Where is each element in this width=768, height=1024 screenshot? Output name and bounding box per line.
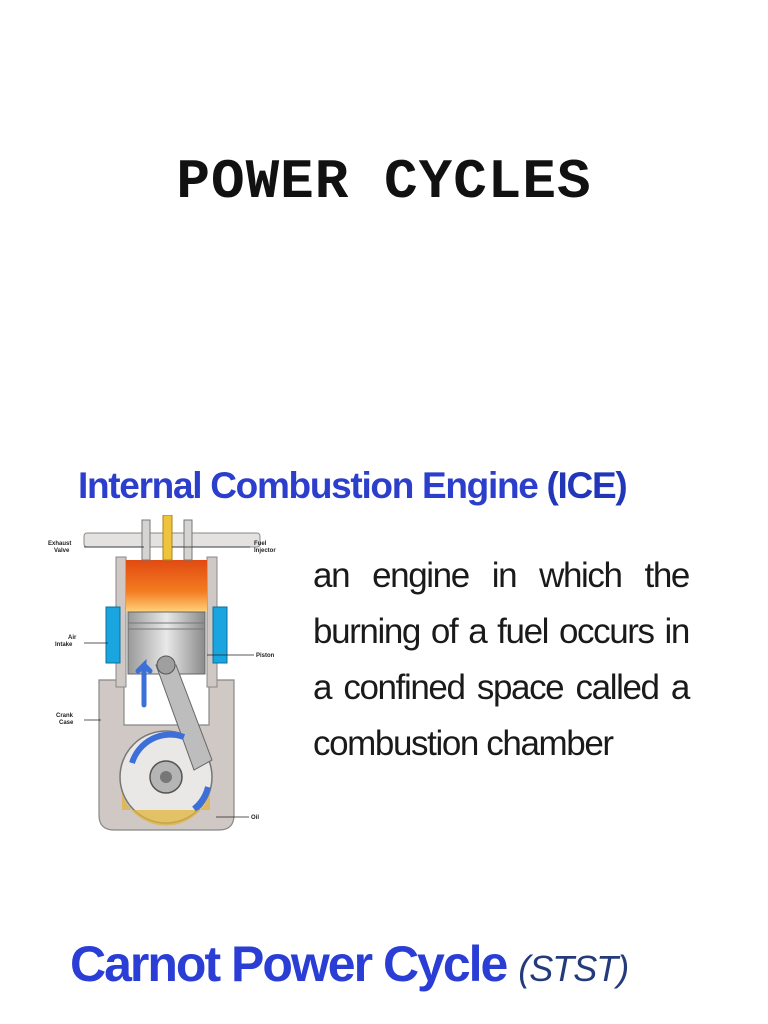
arrow-up-icon [135,658,153,708]
slide-heading-abbr: (ICE) [546,465,628,506]
page-title: POWER CYCLES [176,150,592,214]
air-intake-port-right [212,606,228,664]
engine-diagram: Exhaust Valve Fuel Injector Air Intake P… [48,515,276,831]
definition-text: an engine in which the burning of a fuel… [313,556,690,763]
intake-valve [183,519,193,561]
label-oil: Oil [251,815,259,821]
label-exhaust-valve: Exhaust Valve [48,541,73,554]
label-piston: Piston [256,653,275,659]
label-crank-case: Crank Case [56,713,75,726]
air-intake-port-left [105,606,121,664]
bottom-heading-text: Carnot Power Cycle [70,936,508,992]
label-air-intake: Air Intake [55,635,78,648]
combustion-chamber [126,560,207,612]
bottom-heading: Carnot Power Cycle (STST) [70,935,710,993]
exhaust-valve [141,519,151,561]
label-fuel-injector: Fuel Injector [254,541,276,554]
slide-heading: Internal Combustion Engine (ICE) [78,465,718,507]
slide-heading-text: Internal Combustion Engine [78,465,539,506]
oil-level [122,793,210,826]
bottom-heading-abbr: (STST) [518,948,629,989]
fuel-injector [162,515,173,561]
arrow-rotate-icon [129,731,186,764]
